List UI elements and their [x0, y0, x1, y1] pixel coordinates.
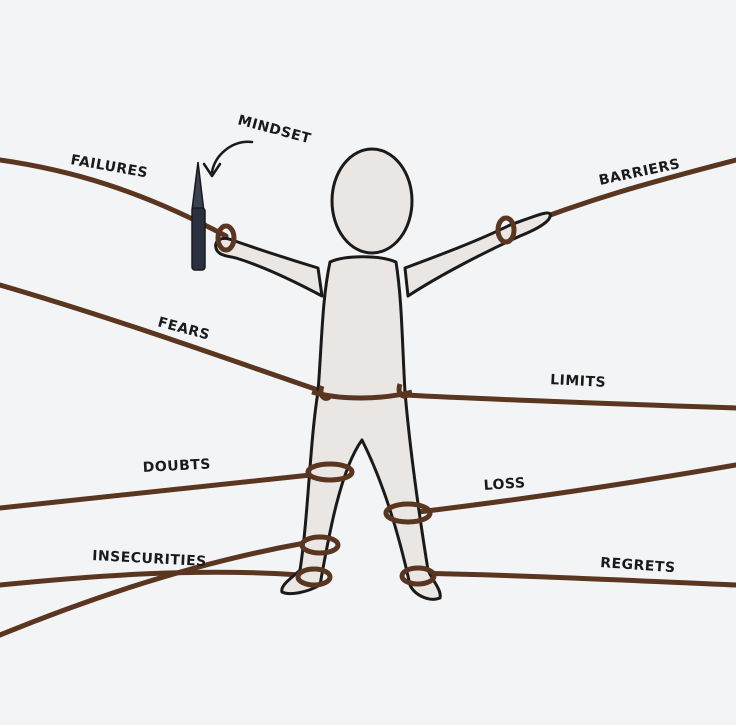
knot-left-thigh-2	[299, 534, 341, 556]
knot-left-thigh-1	[305, 461, 355, 483]
knot-left-ankle	[295, 566, 333, 588]
knots	[215, 215, 517, 588]
knot-right-ankle	[399, 565, 437, 587]
label-regrets: REGRETS	[600, 555, 676, 576]
knot-waist	[311, 383, 413, 401]
ropes	[0, 157, 736, 638]
rope-regrets	[407, 570, 736, 588]
rope-doubts	[0, 471, 323, 511]
figure-right-arm	[403, 211, 552, 298]
knife-icon	[191, 161, 206, 271]
rope-fears	[0, 282, 321, 393]
rope-insecurities	[0, 569, 303, 588]
label-doubts: DOUBTS	[142, 456, 211, 476]
label-insecurities: INSECURITIES	[92, 548, 207, 570]
rope-doubts-lower	[0, 540, 308, 638]
figure-left-arm	[214, 236, 324, 298]
knot-right-knee	[383, 501, 433, 525]
label-loss: LOSS	[483, 475, 526, 494]
rope-loss	[407, 462, 736, 516]
stick-figure-icon	[214, 147, 552, 601]
knife-handle	[191, 207, 206, 271]
rope-limits	[402, 392, 736, 411]
knot-right-wrist	[495, 215, 517, 245]
figure-body	[280, 255, 442, 601]
knot-left-wrist	[215, 223, 237, 253]
knife-blade	[191, 161, 205, 213]
label-limits: LIMITS	[550, 372, 607, 391]
figure-head	[330, 147, 414, 255]
curved-arrow-icon	[202, 140, 254, 178]
